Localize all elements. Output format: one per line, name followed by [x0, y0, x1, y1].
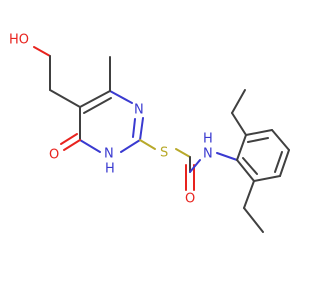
bond-ethyl1-a [231, 112, 247, 136]
bond-ch2-ring [49, 89, 81, 108]
ring-nh-h-label: H [105, 162, 115, 177]
bond-ar-6-double [242, 157, 258, 175]
bond-ar-5 [253, 175, 281, 182]
sulfur-label: S [160, 146, 168, 161]
bond-c6-o [63, 139, 81, 151]
bond-n1-c6 [79, 139, 101, 153]
bonds [33, 46, 290, 233]
bond-c4-n3 [109, 90, 133, 104]
ring-nh-label: N [104, 147, 114, 162]
hydroxyl-label: HO [9, 33, 29, 48]
bond-ar-2-double [247, 137, 269, 143]
bond-s-ch2 [175, 148, 191, 158]
bond-c2-n1 [120, 139, 141, 153]
bond-o-ch2 [33, 46, 51, 57]
bond-ar-2 [245, 129, 273, 136]
bond-ar-1 [236, 134, 247, 161]
bond-ethyl2-a [243, 180, 255, 209]
amide-o-label: O [185, 192, 195, 207]
bond-c5-c4-double [83, 97, 112, 114]
bond-n3-c2-double [132, 118, 136, 138]
bond-ethyl2-b [243, 207, 264, 233]
atom-labels: HO N N H O S O N H [9, 33, 213, 207]
bond-ar-6 [236, 159, 255, 182]
amide-n-label: N [203, 147, 213, 162]
bond-c2-s [139, 139, 156, 150]
bond-n3-c2 [139, 117, 144, 141]
molecule-structure-diagram: HO N N H O S O N H [9, 33, 290, 233]
bond-carbonyl-n [189, 159, 201, 173]
bond-n-aryl [216, 152, 238, 161]
bond-ar-4 [279, 149, 290, 177]
bond-ar-4-double [274, 151, 283, 173]
bond-ethyl1-b [231, 89, 246, 114]
amide-h-label: H [203, 132, 213, 147]
bond-ar-3 [271, 129, 290, 151]
bond-c5-c4 [79, 90, 111, 108]
ring-n3-label: N [134, 103, 144, 118]
ring-carbonyl-o-label: O [49, 148, 59, 163]
bond-c6-o-double [60, 133, 78, 145]
